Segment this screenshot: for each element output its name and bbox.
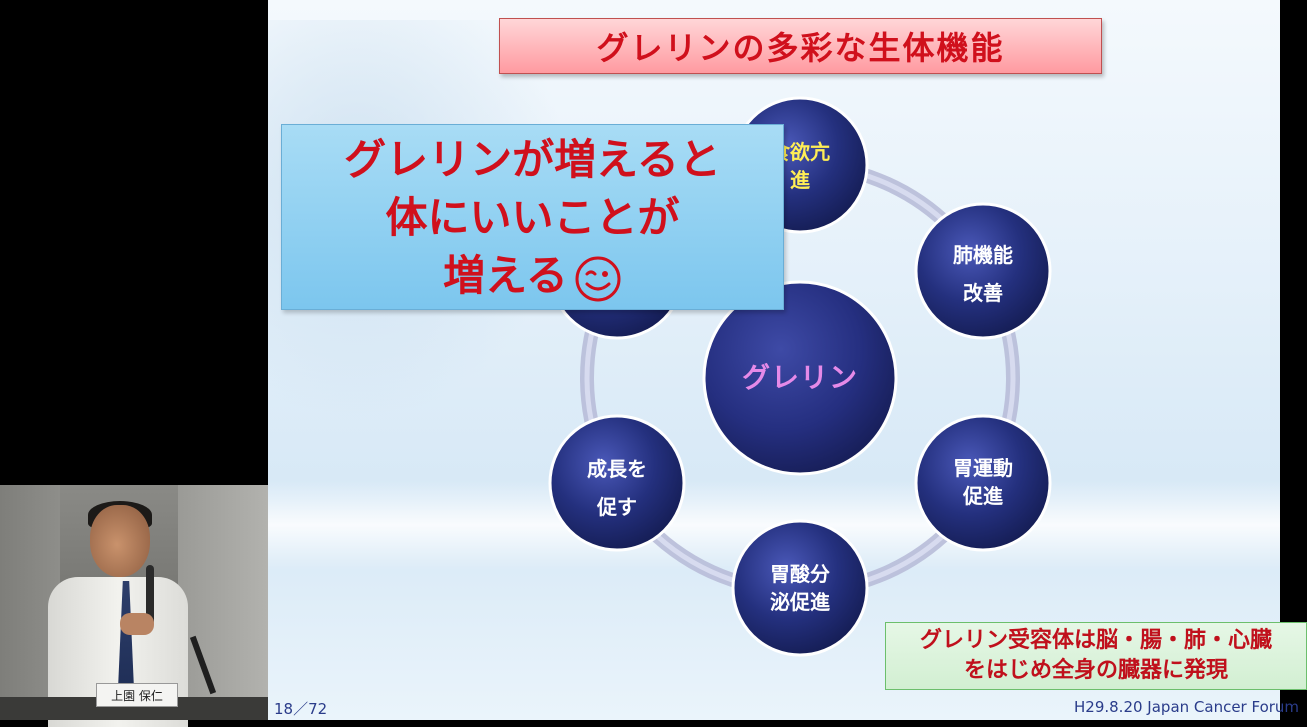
note-box: グレリン受容体は脳・腸・肺・心臓 をはじめ全身の臓器に発現 [885,622,1307,690]
callout-line-1: グレリンが増えると [344,135,721,184]
center-label: グレリン [741,361,858,394]
node-growth [548,414,686,552]
node-label-line: 促す [597,495,637,519]
speaker-tie [118,581,134,701]
node-label-line: 胃運動 [953,456,1013,480]
slide-title: グレリンの多彩な生体機能 [596,29,1005,67]
node-label-line: 胃酸分 [770,562,830,586]
node-label-growth: 成長を 促す [557,450,677,526]
node-gastric-motility [914,414,1052,552]
speaker-hand [120,613,154,635]
node-label-line: 進 [790,168,810,192]
callout-line-3: 増える [282,247,783,305]
callout-line-3-text: 増える [443,251,568,300]
node-label-line: 泌促進 [770,590,830,614]
callout-box: グレリンが増えると 体にいいことが 増える [281,124,784,310]
speaker-nameplate: 上園 保仁 [96,683,178,707]
cycle-diagram [548,96,1052,657]
speaker-video [0,485,268,727]
speaker-head [90,505,150,577]
slide-footer: H29.8.20 Japan Cancer Forum [1074,698,1300,716]
note-line-2: をはじめ全身の臓器に発現 [963,658,1228,683]
wall-right [178,485,268,720]
microphone-icon [146,565,154,625]
presentation-slide: グレリンの多彩な生体機能 グレリン 食欲亢 進 肺機 [268,0,1307,720]
callout-line-2: 体にいいことが [385,193,680,242]
node-gastric-acid [731,519,869,657]
node-label-line: 促進 [963,484,1003,508]
page-number: 18／72 [274,700,328,718]
wink-face-icon [575,256,621,301]
node-label-line: 改善 [963,281,1003,305]
node-label-lung: 肺機能 改善 [923,236,1043,312]
black-background-left [0,0,268,485]
node-label-line: 肺機能 [953,243,1013,267]
podium [0,697,268,720]
center-node [702,280,898,476]
node-label-gastric-motility: 胃運動 促進 [923,454,1043,510]
node-label-line: 成長を [587,457,647,481]
slide-title-box: グレリンの多彩な生体機能 [499,18,1102,74]
note-line-1: グレリン受容体は脳・腸・肺・心臓 [919,628,1272,653]
node-lung [914,202,1052,340]
node-label-gastric-acid: 胃酸分 泌促進 [740,560,860,616]
